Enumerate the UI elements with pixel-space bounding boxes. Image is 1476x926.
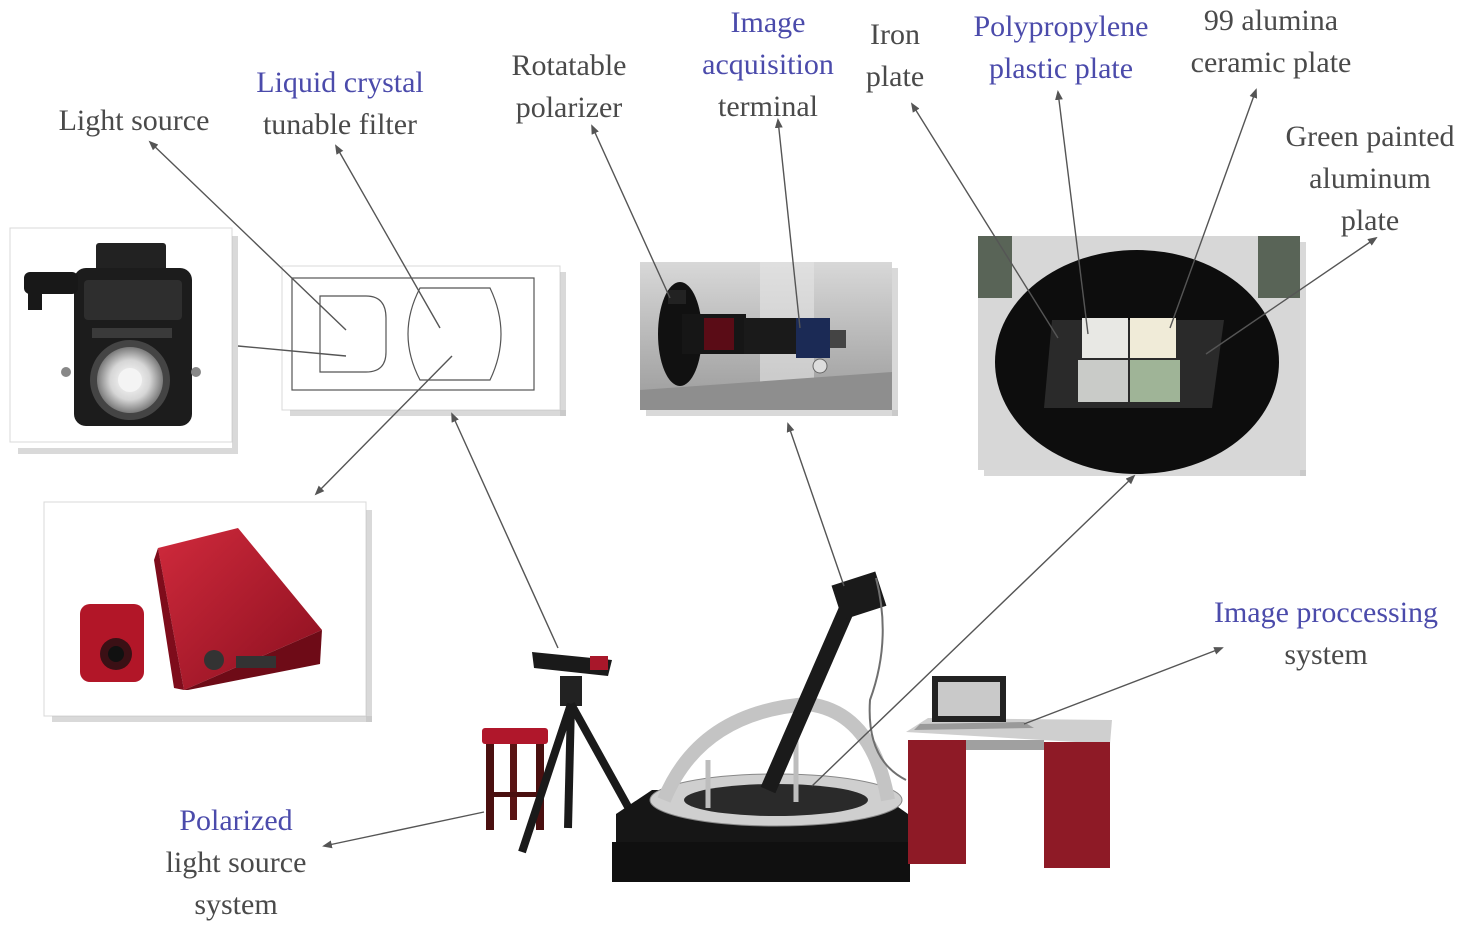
- label-lctf: Liquid crystal tunable filter: [256, 66, 424, 141]
- tripod-with-light-source: [518, 652, 636, 854]
- label-polypropylene: Polypropylene plastic plate: [973, 10, 1149, 85]
- sample-plates-photo: [978, 236, 1306, 476]
- arrow-polypropylene: [1055, 90, 1089, 335]
- arrow-polarized-light: [322, 811, 485, 849]
- label-image-processing: Image proccessing system: [1213, 596, 1439, 671]
- label-iron-plate: Iron plate: [865, 18, 925, 93]
- arrow-platform-to-plates: [811, 474, 1136, 787]
- arrow-lctf: [335, 144, 441, 329]
- arrow-iron-plate: [910, 102, 1059, 339]
- arrow-arm-to-camera: [786, 422, 845, 587]
- arrow-image-processing: [1023, 647, 1224, 725]
- label-image-acquisition: Image acquisition terminal: [702, 6, 834, 123]
- arrow-image-acquisition: [774, 118, 801, 329]
- label-light-source: Light source: [58, 104, 210, 137]
- lctf-schematic: [281, 265, 566, 416]
- light-source-photo: [9, 227, 238, 454]
- arrow-green-aluminum: [1205, 236, 1378, 355]
- arrow-light-source-panel: [237, 345, 347, 357]
- label-green-aluminum: Green painted aluminum plate: [1285, 120, 1455, 237]
- arrow-lctf-device: [314, 355, 453, 496]
- arrow-rotatable-polarizer: [591, 124, 671, 299]
- label-alumina: 99 alumina ceramic plate: [1190, 4, 1352, 79]
- arrow-tripod-to-schematic: [451, 412, 559, 649]
- label-rotatable-polarizer: Rotatable polarizer: [511, 49, 627, 124]
- label-polarized-light: Polarized light source system: [165, 804, 307, 921]
- leader-arrows: [148, 88, 1378, 849]
- desk-with-laptop: [906, 676, 1112, 868]
- arrow-light-source: [148, 140, 347, 331]
- lctf-device-photo: [43, 501, 372, 722]
- camera-polarizer-photo: [640, 262, 898, 416]
- goniometer-platform: [612, 571, 910, 882]
- arrow-alumina: [1169, 88, 1258, 329]
